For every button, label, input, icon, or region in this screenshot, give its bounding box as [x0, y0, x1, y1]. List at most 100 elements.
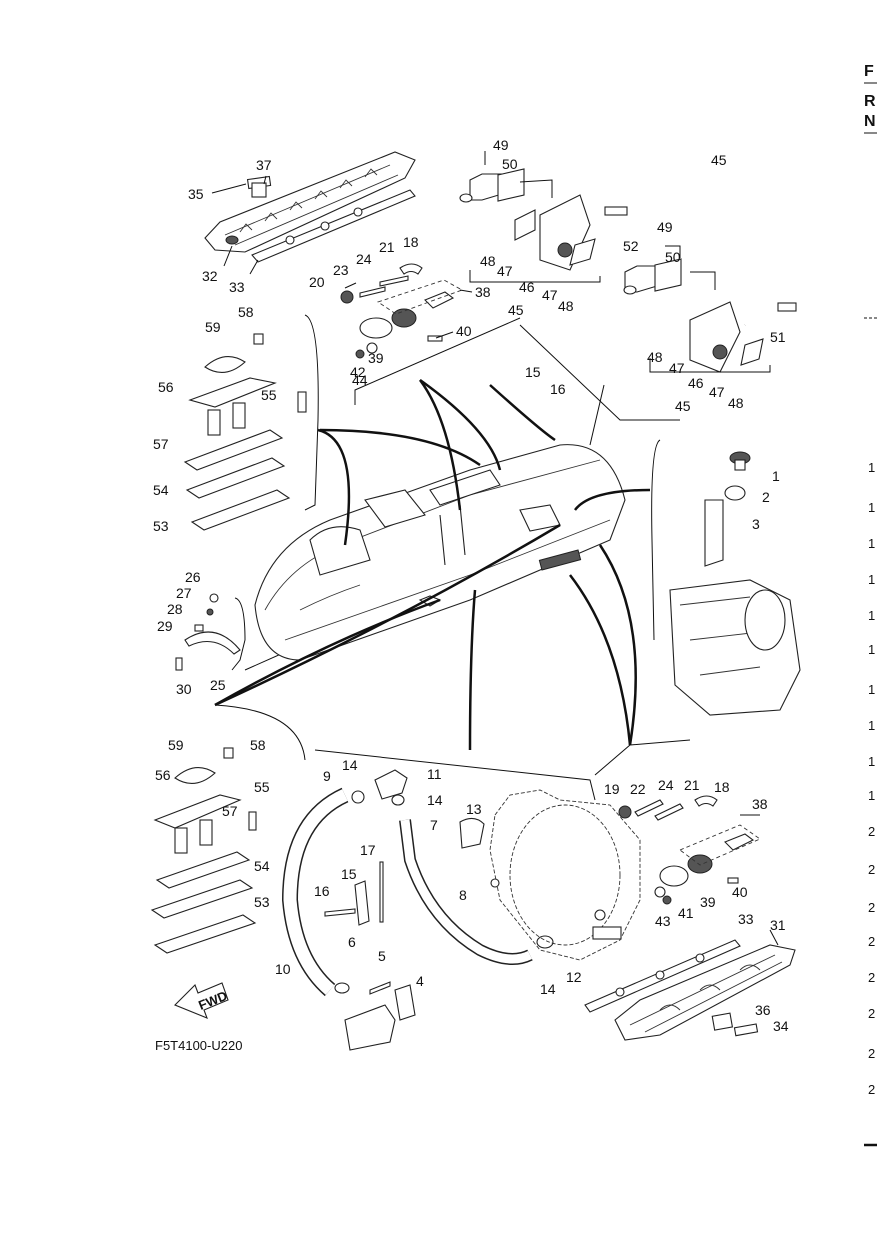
svg-text:1: 1: [868, 642, 875, 657]
jet-pump-group: [651, 439, 801, 716]
callout-59: 59: [205, 319, 221, 335]
callout-47d: 47: [709, 384, 725, 400]
callout-21: 21: [379, 239, 395, 255]
callout-33: 33: [229, 279, 245, 295]
callout-53: 53: [153, 518, 169, 534]
callout-3: 3: [752, 516, 760, 532]
svg-text:2: 2: [868, 1046, 875, 1061]
leader-lines: [214, 378, 691, 801]
svg-text:2: 2: [868, 824, 875, 839]
callout-51: 51: [770, 329, 786, 345]
callout-34: 34: [773, 1018, 789, 1034]
callout-20: 20: [309, 274, 325, 290]
callout-52: 52: [623, 238, 639, 254]
callout-55: 55: [261, 387, 277, 403]
callout-49b: 49: [657, 219, 673, 235]
callout-45: 45: [711, 152, 727, 168]
svg-text:2: 2: [868, 900, 875, 915]
callout-43: 43: [655, 913, 671, 929]
callout-35: 35: [188, 186, 204, 202]
callout-11: 11: [427, 766, 442, 782]
callout-48c: 48: [647, 349, 663, 365]
callout-6: 6: [348, 934, 356, 950]
callout-54: 54: [153, 482, 169, 498]
hose-assembly: [281, 769, 554, 1051]
callout-50b: 50: [665, 249, 681, 265]
svg-text:1: 1: [868, 754, 875, 769]
callout-14c: 14: [540, 981, 556, 997]
callout-50: 50: [502, 156, 518, 172]
callout-27: 27: [176, 585, 192, 601]
edge-letter-f: F: [864, 63, 874, 80]
callout-16b: 16: [314, 883, 330, 899]
callout-24b: 24: [658, 777, 674, 793]
callout-45b: 45: [508, 302, 524, 318]
callout-15: 15: [525, 364, 541, 380]
cleat-kit-upper: [183, 314, 319, 531]
callout-17: 17: [360, 842, 376, 858]
callout-46: 46: [519, 279, 535, 295]
callout-42: 42: [350, 364, 366, 380]
callout-47: 47: [497, 263, 513, 279]
fwd-arrow-icon: FWD: [174, 982, 229, 1019]
svg-text:1: 1: [868, 788, 875, 803]
edge-letter-r: R: [864, 93, 876, 110]
callout-40b: 40: [732, 884, 748, 900]
callout-24: 24: [356, 251, 372, 267]
svg-text:1: 1: [868, 536, 875, 551]
callout-49: 49: [493, 137, 509, 153]
callout-7: 7: [430, 817, 438, 833]
callout-53b: 53: [254, 894, 270, 910]
callout-19: 19: [604, 781, 620, 797]
hook-assembly-top: [340, 263, 521, 405]
pump-housing: [489, 789, 641, 961]
edge-letter-n: N: [864, 113, 876, 130]
hook-assembly-bottom: [618, 795, 761, 905]
callout-45c: 45: [675, 398, 691, 414]
grab-rail-top-left: [204, 151, 416, 275]
callout-47b: 47: [542, 287, 558, 303]
figure-code: F5T4100-U220: [155, 1038, 242, 1053]
callout-labels: 37 35 32 33 21 18 24 23 20 38 40 39 42 4…: [153, 137, 789, 1034]
callout-46b: 46: [688, 375, 704, 391]
callout-32: 32: [202, 268, 218, 284]
svg-text:1: 1: [868, 682, 875, 697]
callout-18b: 18: [714, 779, 730, 795]
callout-14: 14: [342, 757, 358, 773]
callout-26: 26: [185, 569, 201, 585]
watercraft-hull: [254, 444, 626, 661]
callout-18: 18: [403, 234, 419, 250]
callout-30: 30: [176, 681, 192, 697]
svg-text:1: 1: [868, 608, 875, 623]
svg-text:1: 1: [868, 718, 875, 733]
callout-1: 1: [772, 468, 780, 484]
callout-13: 13: [466, 801, 482, 817]
callout-9: 9: [323, 768, 331, 784]
callout-10: 10: [275, 961, 291, 977]
callout-56: 56: [158, 379, 174, 395]
callout-8: 8: [459, 887, 467, 903]
callout-58: 58: [238, 304, 254, 320]
svg-text:2: 2: [868, 934, 875, 949]
callout-48d: 48: [728, 395, 744, 411]
callout-48: 48: [480, 253, 496, 269]
callout-38b: 38: [752, 796, 768, 812]
callout-15b: 15: [341, 866, 357, 882]
callout-56b: 56: [155, 767, 171, 783]
callout-12: 12: [566, 969, 582, 985]
svg-text:2: 2: [868, 970, 875, 985]
callout-39b: 39: [700, 894, 716, 910]
callout-54b: 54: [254, 858, 270, 874]
callout-41: 41: [678, 905, 694, 921]
callout-47c: 47: [669, 360, 685, 376]
callout-14b: 14: [427, 792, 443, 808]
callout-22: 22: [630, 781, 646, 797]
callout-16: 16: [550, 381, 566, 397]
svg-text:2: 2: [868, 1082, 875, 1097]
callout-38: 38: [475, 284, 491, 300]
callout-59b: 59: [168, 737, 184, 753]
callout-4: 4: [416, 973, 424, 989]
grab-rail-bottom-right: [584, 929, 796, 1041]
svg-text:1: 1: [868, 572, 875, 587]
